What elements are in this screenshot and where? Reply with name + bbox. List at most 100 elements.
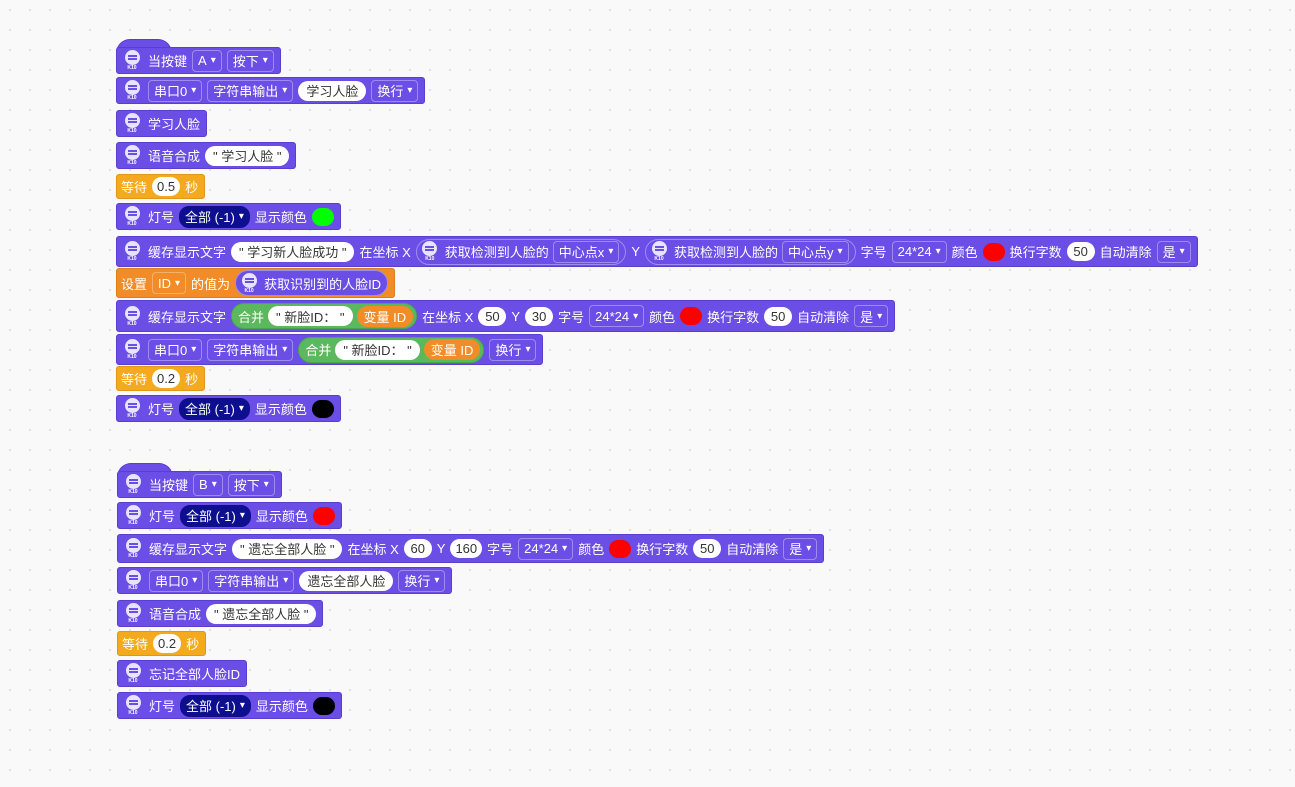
- k10-icon: K10: [121, 49, 143, 73]
- k10-icon: K10: [238, 271, 260, 295]
- coord-x-input[interactable]: 50: [478, 306, 507, 326]
- serial-port-dropdown[interactable]: 串口0: [148, 79, 203, 102]
- variable-dropdown[interactable]: ID: [152, 272, 187, 294]
- action-dropdown[interactable]: 按下: [227, 473, 275, 496]
- center-y-dropdown[interactable]: 中心点y: [782, 240, 849, 263]
- serial-port-dropdown[interactable]: 串口0: [148, 338, 203, 361]
- font-size-dropdown[interactable]: 24*24: [589, 305, 645, 327]
- font-size-dropdown[interactable]: 24*24: [891, 240, 947, 263]
- display-text-input[interactable]: " 学习新人脸成功 ": [231, 241, 355, 262]
- k10-icon: K10: [648, 240, 670, 264]
- forget-all-faces-block[interactable]: K10 忘记全部人脸ID: [117, 660, 248, 687]
- k10-icon: K10: [121, 240, 143, 264]
- color-picker-red[interactable]: [982, 242, 1005, 261]
- led-color-block[interactable]: K10 灯号 全部 (-1) 显示颜色: [117, 692, 342, 719]
- coord-x-label: 在坐标 X: [359, 245, 411, 260]
- led-color-block[interactable]: K10 灯号 全部 (-1) 显示颜色: [117, 502, 342, 529]
- wait-seconds-input[interactable]: 0.2: [152, 369, 181, 388]
- text-input[interactable]: 学习人脸: [298, 80, 367, 101]
- wait-seconds-input[interactable]: 0.2: [153, 634, 182, 653]
- key-dropdown[interactable]: A: [192, 49, 222, 72]
- k10-icon: K10: [121, 397, 143, 421]
- color-picker-black[interactable]: [312, 696, 335, 715]
- serial-output-block[interactable]: K10 串口0 字符串输出 遗忘全部人脸 换行: [117, 567, 453, 594]
- color-picker-red[interactable]: [609, 539, 632, 558]
- learn-face-block[interactable]: K10 学习人脸: [116, 110, 208, 137]
- output-mode-dropdown[interactable]: 字符串输出: [207, 338, 294, 361]
- k10-icon: K10: [419, 240, 441, 264]
- cache-display-text-block[interactable]: K10 缓存显示文字 " 遗忘全部人脸 " 在坐标 X 60 Y 160 字号 …: [117, 534, 825, 563]
- block-label: 缓存显示文字: [148, 309, 227, 325]
- text-input[interactable]: 遗忘全部人脸: [299, 570, 394, 591]
- k10-icon: K10: [122, 662, 144, 686]
- speech-synth-block[interactable]: K10 语音合成 " 学习人脸 ": [116, 142, 297, 169]
- output-mode-dropdown[interactable]: 字符串输出: [208, 569, 295, 592]
- cache-display-text-block[interactable]: K10 缓存显示文字 " 学习新人脸成功 " 在坐标 X K10 获取检测到人脸…: [116, 236, 1198, 267]
- center-x-dropdown[interactable]: 中心点x: [552, 240, 620, 263]
- wrap-count-input[interactable]: 50: [764, 306, 793, 326]
- wait-seconds-input[interactable]: 0.5: [152, 177, 181, 196]
- k10-icon: K10: [122, 537, 144, 561]
- led-dropdown[interactable]: 全部 (-1): [179, 397, 250, 420]
- join-label: 合并: [238, 309, 265, 325]
- block-label: 设置: [121, 276, 148, 292]
- output-mode-dropdown[interactable]: 字符串输出: [207, 79, 294, 102]
- auto-clear-dropdown[interactable]: 是: [854, 305, 889, 327]
- when-key-block-b[interactable]: K10 当按键 B 按下: [117, 471, 282, 498]
- coord-y-input[interactable]: 30: [525, 306, 554, 326]
- set-variable-block[interactable]: 设置 ID 的值为 K10 获取识别到的人脸ID: [116, 268, 396, 298]
- face-center-y-reporter[interactable]: K10 获取检测到人脸的 中心点y: [645, 238, 856, 265]
- led-dropdown[interactable]: 全部 (-1): [180, 504, 251, 527]
- serial-output-block[interactable]: K10 串口0 字符串输出 学习人脸 换行: [116, 77, 426, 104]
- reporter-label: 获取检测到人脸的: [444, 245, 549, 260]
- serial-port-dropdown[interactable]: 串口0: [149, 569, 204, 592]
- color-picker-red[interactable]: [312, 506, 335, 525]
- newline-dropdown[interactable]: 换行: [371, 79, 419, 102]
- join-text-input[interactable]: " 新脸ID： ": [268, 306, 353, 326]
- auto-clear-dropdown[interactable]: 是: [1156, 240, 1191, 263]
- join-reporter[interactable]: 合并 " 新脸ID： " 变量 ID: [231, 303, 418, 329]
- when-key-block-a[interactable]: K10 当按键 A 按下: [116, 47, 281, 74]
- color-picker-black[interactable]: [311, 399, 334, 418]
- wrap-count-input[interactable]: 50: [1066, 242, 1095, 261]
- auto-clear-label: 自动清除: [726, 542, 779, 557]
- variable-id-reporter[interactable]: 变量 ID: [423, 339, 481, 360]
- coord-x-label: 在坐标 X: [422, 309, 474, 325]
- get-face-id-reporter[interactable]: K10 获取识别到的人脸ID: [235, 270, 389, 296]
- font-size-dropdown[interactable]: 24*24: [518, 537, 574, 560]
- show-color-label: 显示颜色: [255, 509, 308, 524]
- wait-block[interactable]: 等待 0.2 秒: [116, 366, 206, 391]
- auto-clear-label: 自动清除: [1099, 245, 1152, 260]
- wait-block[interactable]: 等待 0.5 秒: [116, 174, 206, 199]
- color-picker-red[interactable]: [680, 307, 703, 325]
- join-text-input[interactable]: " 新脸ID： ": [335, 339, 420, 360]
- coord-x-label: 在坐标 X: [347, 542, 399, 557]
- led-dropdown[interactable]: 全部 (-1): [179, 205, 250, 228]
- speech-text-input[interactable]: " 遗忘全部人脸 ": [206, 603, 317, 624]
- speech-text-input[interactable]: " 学习人脸 ": [205, 145, 290, 166]
- speech-synth-block[interactable]: K10 语音合成 " 遗忘全部人脸 ": [117, 600, 324, 627]
- key-dropdown[interactable]: B: [193, 473, 223, 496]
- wrap-count-input[interactable]: 50: [693, 539, 722, 558]
- serial-output-block[interactable]: K10 串口0 字符串输出 合并 " 新脸ID： " 变量 ID 换行: [116, 334, 544, 365]
- led-dropdown[interactable]: 全部 (-1): [180, 694, 251, 717]
- newline-dropdown[interactable]: 换行: [489, 338, 537, 361]
- led-color-block[interactable]: K10 灯号 全部 (-1) 显示颜色: [116, 395, 341, 422]
- action-dropdown[interactable]: 按下: [226, 49, 274, 72]
- coord-x-input[interactable]: 60: [403, 539, 432, 558]
- auto-clear-dropdown[interactable]: 是: [783, 537, 818, 560]
- coord-y-label: Y: [631, 244, 641, 259]
- wrap-label: 换行字数: [1009, 245, 1062, 260]
- wait-block[interactable]: 等待 0.2 秒: [117, 631, 207, 656]
- newline-dropdown[interactable]: 换行: [398, 569, 446, 592]
- led-color-block[interactable]: K10 灯号 全部 (-1) 显示颜色: [116, 203, 341, 230]
- display-text-input[interactable]: " 遗忘全部人脸 ": [232, 538, 343, 559]
- variable-id-reporter[interactable]: 变量 ID: [356, 305, 414, 327]
- coord-y-input[interactable]: 160: [450, 539, 483, 558]
- cache-display-text-block[interactable]: K10 缓存显示文字 合并 " 新脸ID： " 变量 ID 在坐标 X 50 Y…: [116, 300, 896, 332]
- join-reporter[interactable]: 合并 " 新脸ID： " 变量 ID: [298, 336, 485, 363]
- face-center-x-reporter[interactable]: K10 获取检测到人脸的 中心点x: [415, 238, 627, 265]
- join-label: 合并: [305, 343, 332, 358]
- color-picker-green[interactable]: [311, 207, 334, 226]
- unit-label: 秒: [186, 637, 200, 652]
